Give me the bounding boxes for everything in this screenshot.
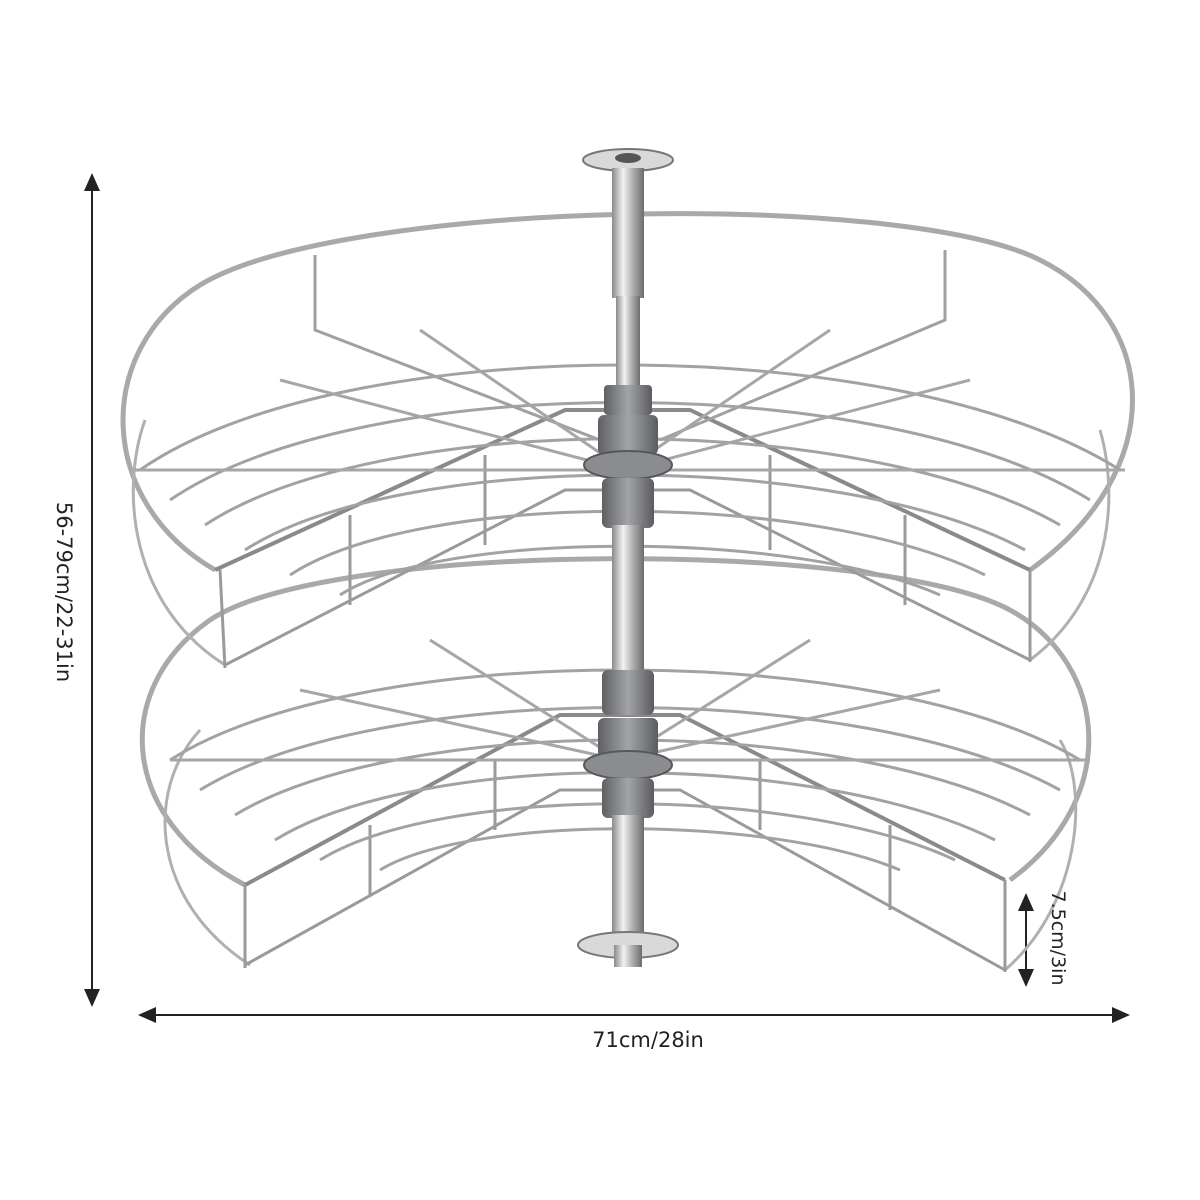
- basket-height-dimension-label: 7.5cm/3in: [1047, 890, 1069, 986]
- width-dimension-label: 71cm/28in: [592, 1028, 704, 1052]
- height-dimension-label: 56-79cm/22-31in: [52, 501, 76, 683]
- center-pole: [577, 148, 679, 967]
